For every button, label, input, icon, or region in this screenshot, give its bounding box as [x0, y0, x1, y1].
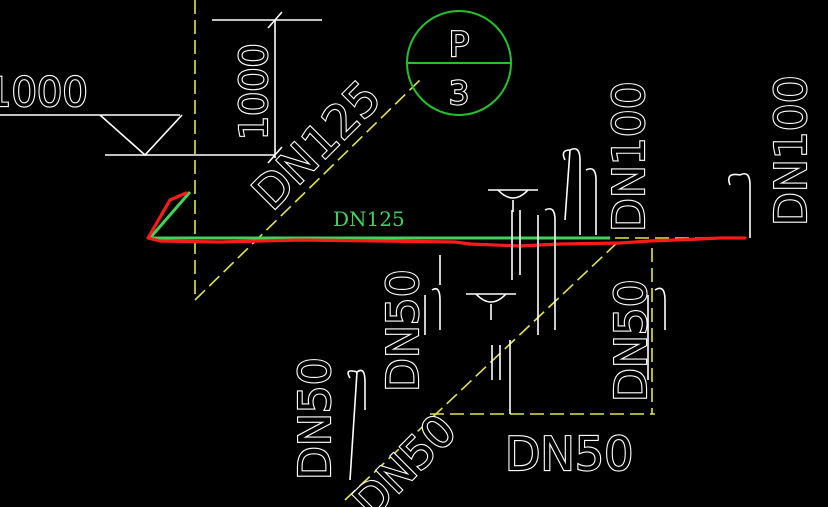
dimension-lines — [0, 11, 322, 164]
red-highlight-stroke — [146, 191, 747, 248]
s-trap-icon — [424, 255, 441, 335]
s-trap-icon — [347, 369, 366, 481]
dashed-pipe-lines — [194, 0, 745, 501]
s-trap-icon — [511, 207, 556, 335]
dimension-vertical-label: 1000 — [232, 43, 276, 140]
circle-tag-icon: P 3 — [406, 10, 512, 116]
s-trap-icon — [647, 287, 666, 380]
s-trap-icon — [491, 340, 511, 414]
riser-tag-letter: P — [449, 25, 470, 65]
dn50-diagonal-label: DN50 — [344, 405, 467, 507]
dn100-left-label: DN100 — [604, 81, 655, 232]
elevation-value-label: 1000 — [0, 70, 88, 116]
dimension-tick-top — [267, 11, 283, 29]
dn100-right-label: DN100 — [766, 75, 817, 226]
s-trap-icon — [562, 147, 597, 235]
diagonal-dashed-dn125 — [194, 79, 421, 301]
pipe-dn125-horizontal-label: DN125 — [333, 207, 405, 231]
diagonal-dashed-lower — [344, 239, 621, 501]
floor-drain-icon — [488, 189, 538, 212]
dn50-c-label: DN50 — [290, 357, 341, 480]
dimension-tick-bottom — [267, 146, 283, 164]
dn50-a-label: DN50 — [378, 269, 429, 392]
riser-tag-number: 3 — [449, 74, 469, 112]
dn50-b-label: DN50 — [606, 279, 657, 402]
dn50-bottom-label: DN50 — [505, 427, 633, 481]
s-trap-icon — [727, 172, 751, 238]
floor-drain-icon — [466, 293, 516, 320]
green-elbow-pipe — [148, 191, 192, 239]
elevation-triangle-icon — [99, 114, 183, 157]
